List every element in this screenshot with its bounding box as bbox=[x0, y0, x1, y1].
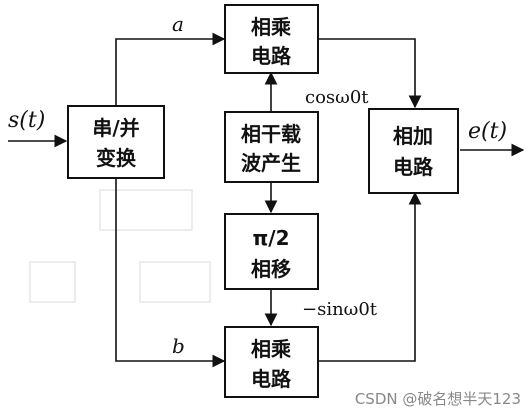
block-phase-line1: π/2 bbox=[252, 226, 289, 250]
branch-a-label: a bbox=[172, 12, 184, 36]
watermark-text: CSDN @破名想半天123 bbox=[355, 390, 521, 408]
block-mult-bottom-line1: 相乘 bbox=[251, 337, 292, 361]
branch-b-label: b bbox=[172, 334, 185, 358]
input-signal-label: s(t) bbox=[8, 108, 45, 133]
block-mult-top-line2: 电路 bbox=[251, 44, 292, 68]
block-phase-shift: π/2 相移 bbox=[224, 213, 319, 290]
block-carrier-line1: 相干载 bbox=[241, 122, 301, 146]
signal-lines bbox=[8, 32, 525, 368]
branch-b-line bbox=[115, 178, 226, 368]
top-to-adder-line bbox=[319, 38, 422, 109]
cos-carrier-label: cosω0t bbox=[305, 87, 369, 108]
block-mult-top-line1: 相乘 bbox=[251, 15, 292, 39]
block-carrier-generator: 相干载 波产生 bbox=[224, 111, 319, 183]
block-serial-parallel: 串/并 变换 bbox=[67, 105, 165, 179]
block-adder: 相加 电路 bbox=[368, 108, 459, 194]
background-artifacts bbox=[29, 189, 211, 303]
block-multiplier-bottom: 相乘 电路 bbox=[224, 326, 319, 398]
block-multiplier-top: 相乘 电路 bbox=[224, 4, 319, 74]
block-adder-line1: 相加 bbox=[393, 124, 433, 148]
branch-a-line bbox=[115, 32, 226, 106]
block-carrier-line2: 波产生 bbox=[241, 151, 301, 175]
block-sp-line1: 串/并 bbox=[92, 116, 139, 140]
output-signal-label: e(t) bbox=[468, 119, 507, 144]
sin-carrier-label: −sinω0t bbox=[302, 299, 378, 320]
block-mult-bottom-line2: 电路 bbox=[251, 367, 292, 391]
block-sp-line2: 变换 bbox=[96, 146, 137, 170]
block-phase-line2: 相移 bbox=[251, 257, 291, 281]
block-adder-line2: 电路 bbox=[393, 155, 434, 179]
bottom-to-adder-line bbox=[319, 191, 422, 362]
